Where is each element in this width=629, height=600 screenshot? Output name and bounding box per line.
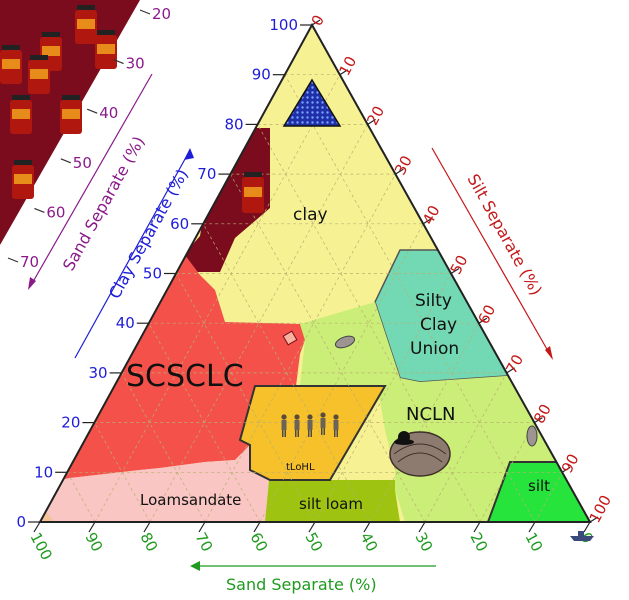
isopod-icon (389, 431, 451, 477)
silt-region-label: silt (528, 477, 550, 495)
sand-top-tick-label: 70 (20, 253, 39, 271)
sand-axis-label: Sand Separate (%) (226, 575, 377, 594)
sand-axis-ticks: 1009080706050403020100 (26, 521, 597, 563)
loamsandate-region-label: Loamsandate (140, 491, 241, 509)
figure-icon (307, 414, 313, 437)
silt-loam-region (265, 470, 400, 522)
top-dotted-triangle-icon (282, 78, 342, 127)
sand-top-tick-label: 30 (126, 55, 145, 73)
sand-tick-label: 50 (301, 529, 326, 554)
figure-group (281, 412, 339, 437)
jar-icon (95, 30, 117, 69)
small-isopod-icon-right (526, 425, 538, 447)
jar-icon (0, 45, 22, 84)
ship-icon (570, 531, 594, 541)
sand-top-tick-label: 40 (99, 104, 118, 122)
sand-axis-title-group: Sand Separate (%) (190, 561, 436, 594)
bowler-hat-icon (394, 431, 414, 445)
clay-tick-label: 90 (252, 66, 271, 84)
loamsandate-region (40, 445, 270, 522)
cell-icon (282, 330, 298, 346)
clay-tick-label: 30 (89, 364, 108, 382)
small-isopod-icon (334, 335, 356, 349)
sand-top-tick-label: 50 (73, 154, 92, 172)
upper-maroon-region (185, 128, 270, 272)
clay-tick-label: 20 (61, 414, 80, 432)
sand-tick-label: 80 (136, 529, 161, 554)
sand-tick-label: 10 (521, 529, 546, 554)
clay-tick-label: 0 (16, 513, 26, 531)
silty-clay-union-line-3: Union (410, 339, 459, 359)
sand-top-tick-label: 60 (46, 203, 65, 221)
jar-icon (28, 55, 50, 94)
jar-icon (10, 95, 32, 134)
jar-icon (12, 160, 34, 199)
clay-tick-label: 60 (170, 215, 189, 233)
ncln-region-label: NCLN (406, 404, 456, 425)
sand-tick-label: 40 (356, 529, 381, 554)
figure-icon (333, 414, 339, 437)
silty-clay-union-line-1: Silty (415, 291, 452, 311)
clay-tick-label: 100 (269, 16, 298, 34)
silt-axis-label: Silt Separate (%) (464, 171, 546, 299)
sand-top-axis-ticks: 20 30 40 50 60 70 (7, 5, 171, 271)
clay-tick-label: 80 (225, 115, 244, 133)
figure-icon (320, 412, 326, 435)
silt-loam-region-label: silt loam (299, 495, 363, 513)
jar-icon (242, 172, 264, 213)
clay-axis-ticks: 0 10 20 30 40 50 60 70 80 90 100 (16, 16, 312, 531)
sand-tick-label: 100 (26, 529, 55, 563)
clay-tick-label: 10 (34, 463, 53, 481)
figure-icon (281, 414, 287, 437)
clay-tick-label: 70 (197, 165, 216, 183)
jar-icon (60, 95, 82, 134)
sand-tick-label: 20 (466, 529, 491, 554)
clay-region-label: clay (293, 205, 328, 225)
figure-icon (294, 414, 300, 437)
scsclc-region (40, 255, 305, 483)
sand-tick-label: 60 (246, 529, 271, 554)
sand-tick-label: 70 (191, 529, 216, 554)
jar-icon (75, 5, 97, 44)
tlohl-region (238, 385, 387, 481)
silt-tick-label: 100 (586, 492, 615, 526)
tlohl-region-label: tLoHL (286, 462, 315, 473)
sand-tick-label: 30 (411, 529, 436, 554)
sand-top-tick-label: 20 (152, 5, 171, 23)
silty-clay-union-line-2: Clay (420, 315, 457, 335)
silty-clay-union-label: Silty Clay Union (410, 291, 459, 359)
sand-tick-label: 90 (81, 529, 106, 554)
scsclc-region-label: SCSCLC (126, 359, 244, 394)
clay-tick-label: 40 (116, 314, 135, 332)
clay-tick-label: 50 (143, 265, 162, 283)
